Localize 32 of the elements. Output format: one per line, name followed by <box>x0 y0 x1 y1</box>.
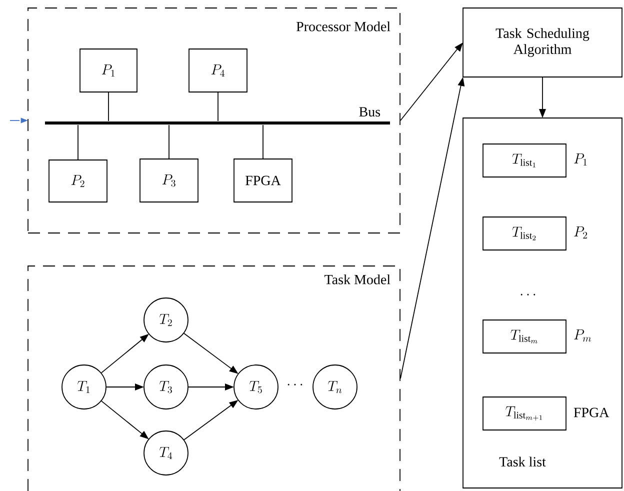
processor-label: $P_{1}$ <box>574 154 587 166</box>
process-box: $P_{1}$ <box>80 48 138 92</box>
processor-label: FPGA <box>574 408 610 418</box>
ellipsis: $\cdots$ <box>288 384 302 386</box>
frame-heading: Processor Model <box>296 21 390 32</box>
bus-label: Bus <box>359 107 380 117</box>
processor-label: $P_{m}$ <box>574 330 592 342</box>
arrow <box>101 400 149 440</box>
process-box: $P_{3}$ <box>140 158 198 202</box>
arrow <box>106 384 144 390</box>
arrow <box>184 332 238 374</box>
process-box: Task Scheduling Algorithm <box>462 8 622 78</box>
task-box: $T_{\mathrm{list}_{m+1}}$ <box>482 396 566 430</box>
ellipsis: $\cdots$ <box>520 294 536 296</box>
bus-connector <box>168 124 170 159</box>
arrow <box>400 77 465 379</box>
task-box: $T_{\mathrm{list}_{m}}$ <box>482 320 566 354</box>
process-box: $P_{2}$ <box>48 160 108 202</box>
process-box: $P_{4}$ <box>188 48 248 92</box>
process-box: FPGA <box>234 158 292 202</box>
task-box: $T_{\mathrm{list}_{2}}$ <box>482 216 566 250</box>
bus-connector <box>108 92 109 122</box>
arrow <box>539 77 546 118</box>
task-box: $T_{\mathrm{list}_{1}}$ <box>482 144 566 178</box>
bus-connector <box>262 124 264 159</box>
processor-label: $P_{2}$ <box>574 226 588 238</box>
arrow <box>188 384 234 390</box>
arrow <box>100 334 149 374</box>
arrow <box>184 400 238 440</box>
arrow <box>10 118 28 124</box>
arrow <box>400 42 463 121</box>
frame-heading: Task Model <box>324 274 390 284</box>
